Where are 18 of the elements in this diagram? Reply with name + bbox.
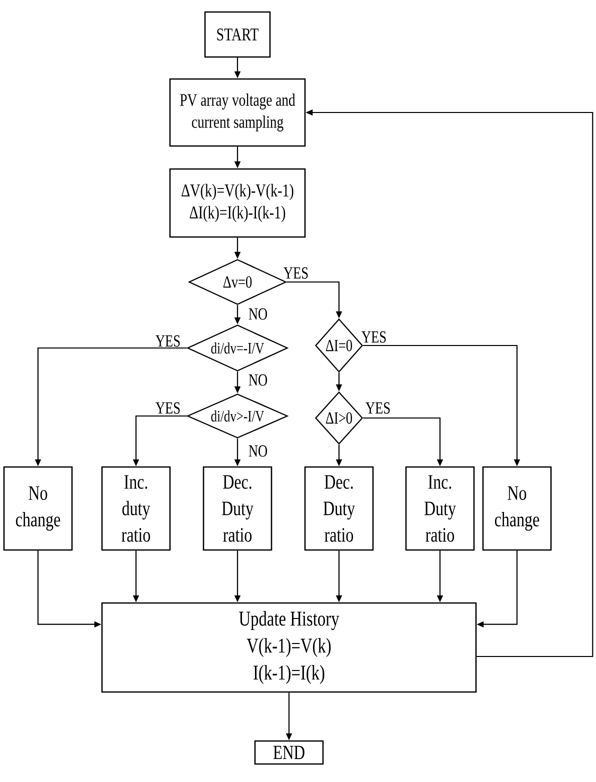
edge-label: NO [248,374,268,386]
process-box: Update History V(k-1)=V(k) I(k-1)=I(k) [101,602,477,693]
edge-label: NO [248,445,268,457]
edge-label: YES [156,335,180,347]
process-box: No change [482,466,552,551]
terminal-box: START [204,11,271,58]
edge-label: NO [248,308,268,320]
process-box: Dec. Duty ratio [304,466,374,551]
process-box: ΔV(k)=V(k)-V(k-1) ΔI(k)=I(k)-I(k-1) [169,168,306,238]
terminal-box: END [254,740,324,765]
edge-label: YES [156,402,180,414]
edge-label: YES [366,402,390,414]
process-box: Dec. Duty ratio [202,466,272,551]
process-box: Inc. Duty ratio [405,466,475,551]
edge-label: YES [362,331,386,343]
process-box: Inc. duty ratio [101,466,171,551]
process-box: PV array voltage and current sampling [169,78,306,147]
process-box: No change [3,466,73,551]
